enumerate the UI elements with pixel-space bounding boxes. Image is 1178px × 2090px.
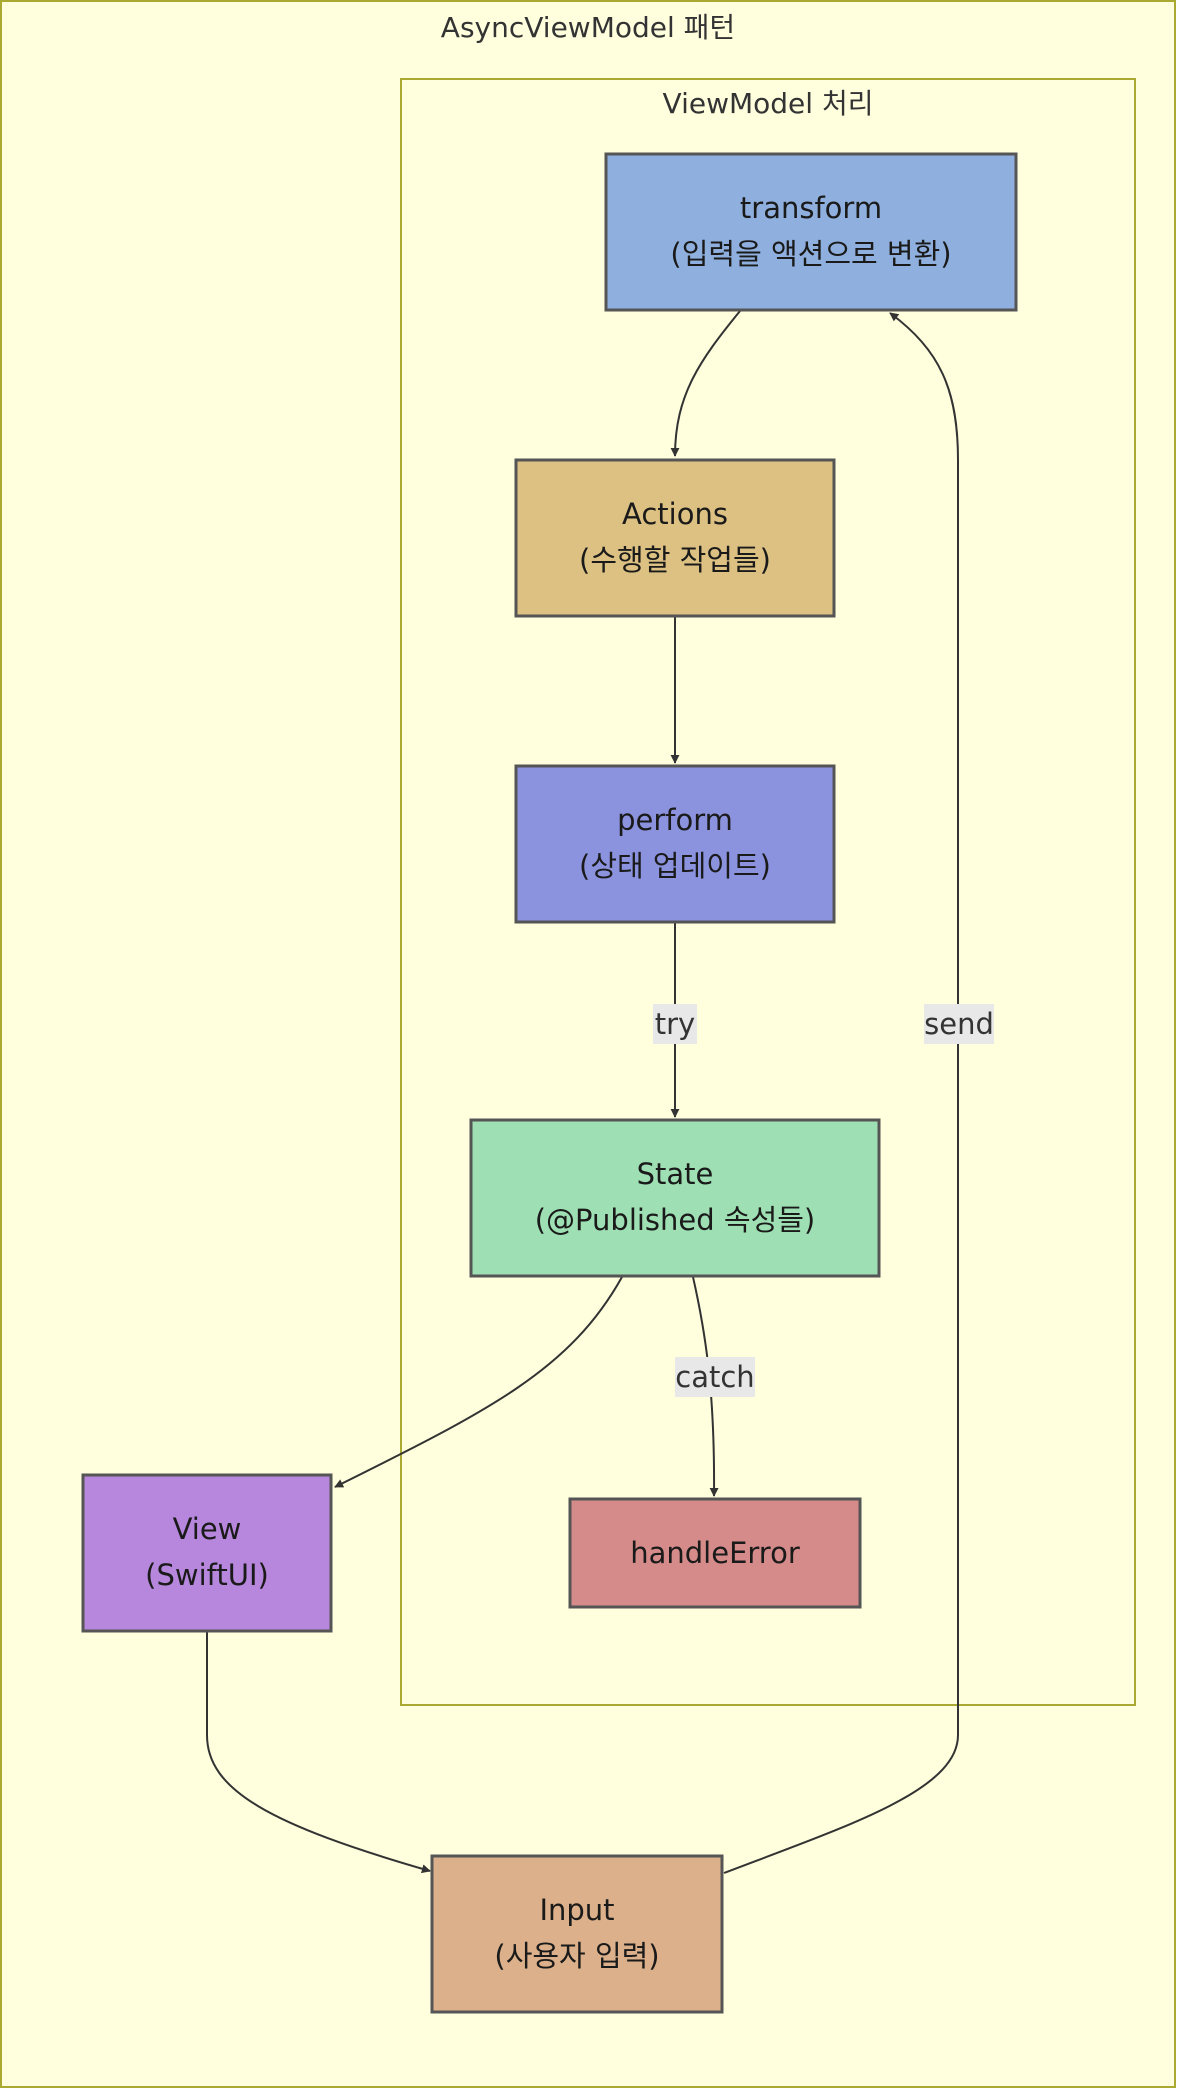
edge-label-send-text: send xyxy=(924,1007,994,1041)
node-input-title: Input xyxy=(539,1893,614,1927)
node-state-box[interactable] xyxy=(469,1118,881,1278)
node-state[interactable]: State (@Published 속성들) xyxy=(469,1118,881,1278)
edge-label-catch-text: catch xyxy=(675,1360,754,1394)
node-input-box[interactable] xyxy=(430,1854,724,2014)
edge-label-catch: catch xyxy=(675,1357,755,1397)
node-view-box[interactable] xyxy=(81,1473,333,1633)
edge-label-try-bg xyxy=(653,1004,697,1044)
edge-view-input xyxy=(206,1631,431,1874)
node-view[interactable]: View (SwiftUI) xyxy=(81,1473,333,1633)
node-state-title: State xyxy=(637,1157,714,1191)
node-perform-subtitle: (상태 업데이트) xyxy=(579,849,771,883)
node-transform-title: transform xyxy=(740,191,882,225)
node-perform-box[interactable] xyxy=(514,764,836,924)
edge-label-catch-bg xyxy=(675,1357,755,1397)
node-perform[interactable]: perform (상태 업데이트) xyxy=(514,764,836,924)
edge-label-try: try xyxy=(653,1004,697,1044)
edge-transform-actions xyxy=(670,310,741,457)
node-actions-title: Actions xyxy=(622,497,728,531)
node-state-subtitle: (@Published 속성들) xyxy=(535,1203,816,1237)
node-input[interactable]: Input (사용자 입력) xyxy=(430,1854,724,2014)
node-input-subtitle: (사용자 입력) xyxy=(494,1939,659,1973)
node-transform[interactable]: transform (입력을 액션으로 변환) xyxy=(604,152,1018,312)
node-handleerror-box[interactable] xyxy=(568,1497,862,1609)
node-handleerror[interactable]: handleError xyxy=(568,1497,862,1609)
node-actions-subtitle: (수행할 작업들) xyxy=(579,543,771,577)
edge-label-send: send xyxy=(924,1004,994,1044)
edge-label-try-text: try xyxy=(655,1007,695,1041)
cluster-asyncviewmodel-title: AsyncViewModel 패턴 xyxy=(441,11,735,44)
node-transform-box[interactable] xyxy=(604,152,1018,312)
cluster-viewmodel-title: ViewModel 처리 xyxy=(663,87,874,120)
edge-input-transform xyxy=(723,312,959,1874)
node-view-title: View xyxy=(173,1512,242,1546)
node-perform-title: perform xyxy=(617,803,733,837)
edge-state-view xyxy=(334,1276,623,1488)
edge-label-send-bg xyxy=(924,1004,994,1044)
node-actions[interactable]: Actions (수행할 작업들) xyxy=(514,458,836,618)
node-actions-box[interactable] xyxy=(514,458,836,618)
node-transform-subtitle: (입력을 액션으로 변환) xyxy=(670,237,951,271)
node-handleerror-title: handleError xyxy=(630,1536,800,1570)
node-view-subtitle: (SwiftUI) xyxy=(145,1558,269,1592)
